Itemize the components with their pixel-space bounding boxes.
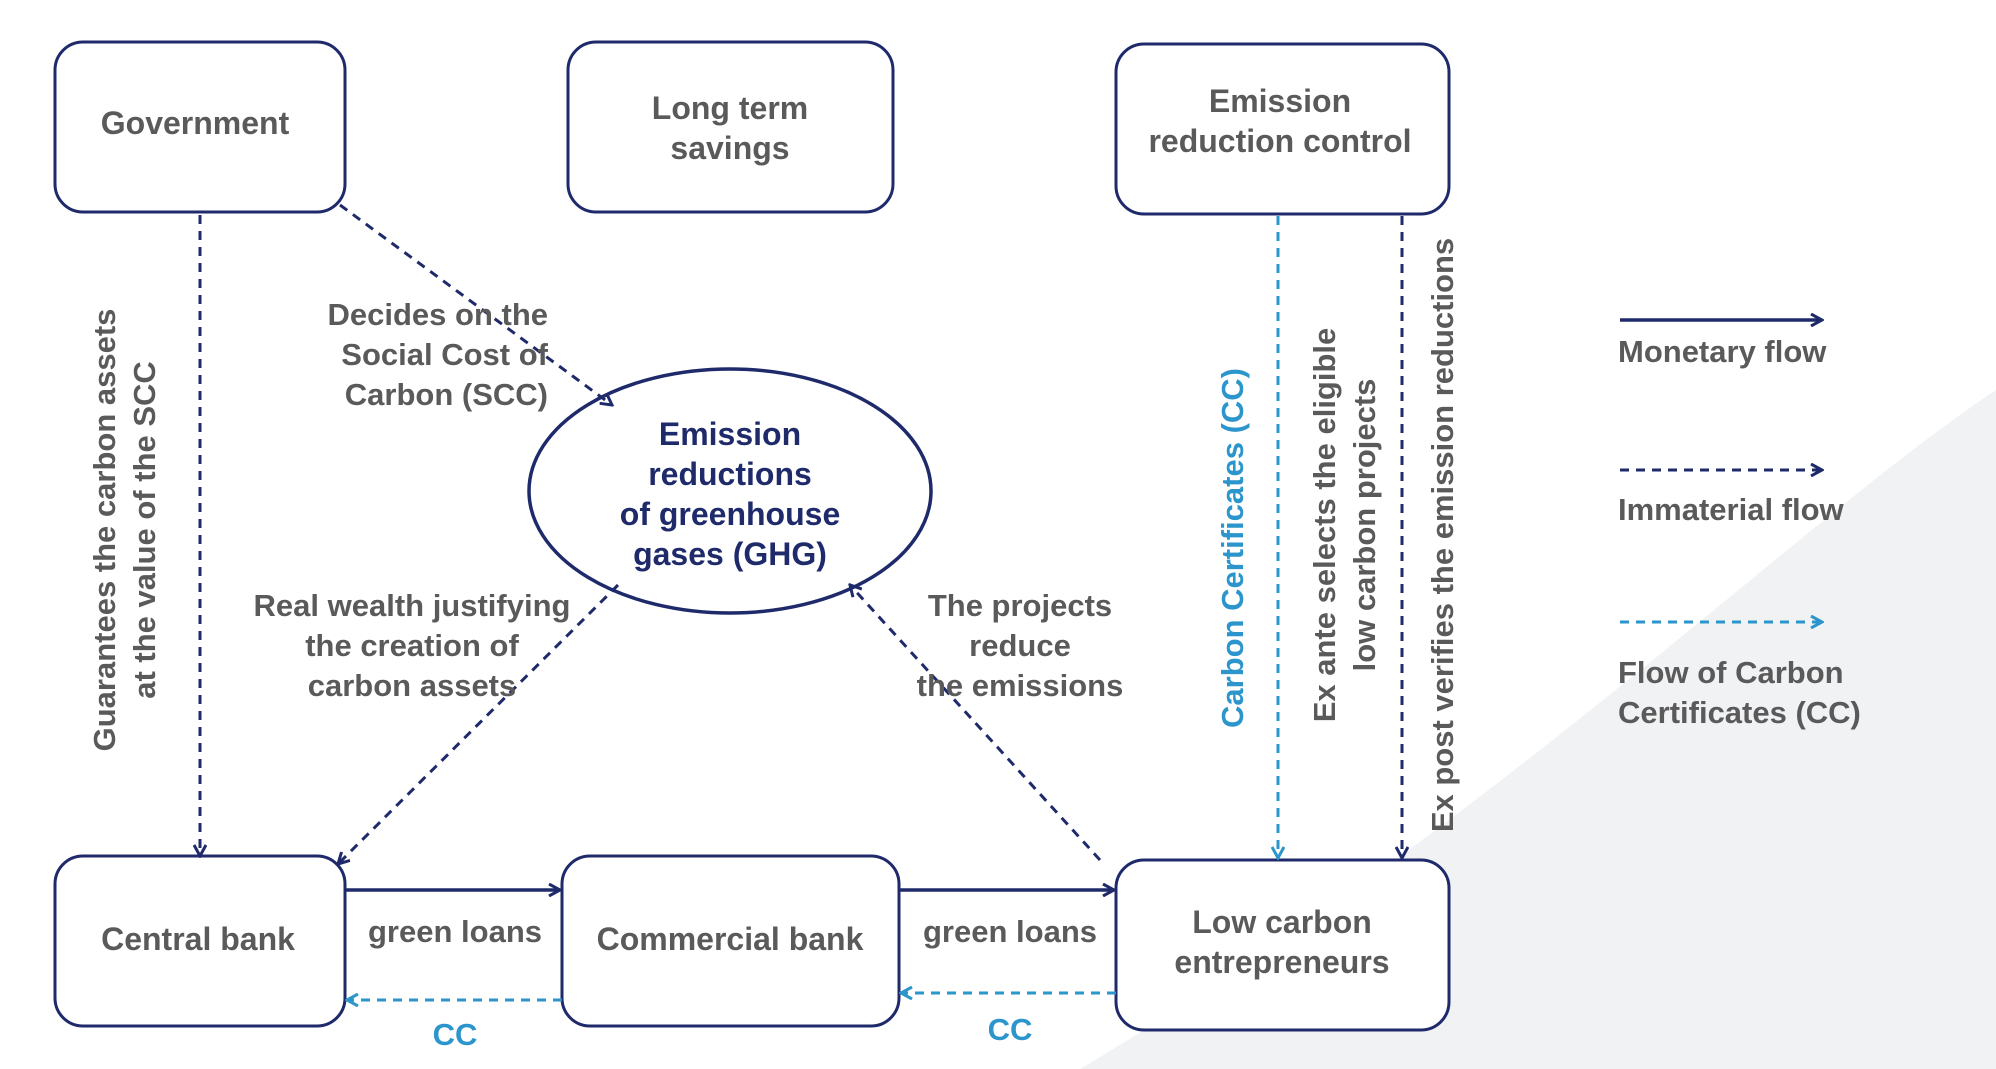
text-line: Monetary flow xyxy=(1618,334,1827,369)
arrow-gov-to-ghg xyxy=(339,203,612,405)
text-line: entrepreneurs xyxy=(1174,944,1389,980)
text-line: the emissions xyxy=(917,668,1124,703)
savings-box xyxy=(566,40,895,214)
background-shape xyxy=(1080,390,1996,1069)
central-bank-label: Central bank xyxy=(101,921,295,957)
text-line: Certificates (CC) xyxy=(1618,695,1861,730)
government-label: Government xyxy=(101,105,290,141)
label-projects-reduce: The projects reduce the emissions xyxy=(917,588,1124,703)
arrow-entrepreneurs-to-ghg xyxy=(850,585,1102,862)
control-label: Emission reduction control xyxy=(1148,83,1411,159)
text-line: reduce xyxy=(969,628,1071,663)
text-line: Central bank xyxy=(101,921,295,957)
text-line: low carbon projects xyxy=(1347,379,1382,672)
text-line: Government xyxy=(101,105,290,141)
ghg-label: Emission reductions of greenhouse gases (GH… xyxy=(620,416,840,572)
text-line: Long term xyxy=(652,90,808,126)
text-line: Immaterial flow xyxy=(1618,492,1845,527)
text-line: reductions xyxy=(648,456,812,492)
text-line: Ex post verifies the emission reductions xyxy=(1425,238,1460,832)
entrepreneurs-label: Low carbon entrepreneurs xyxy=(1174,904,1389,980)
text-line: carbon assets xyxy=(308,668,517,703)
text-line: Emission xyxy=(659,416,801,452)
arrow-ghg-to-central-bank xyxy=(338,583,620,864)
text-line: Carbon Certificates (CC) xyxy=(1215,368,1250,728)
text-line: savings xyxy=(670,130,789,166)
commercial-bank-label: Commercial bank xyxy=(597,921,864,957)
ghg-ellipse xyxy=(527,367,933,615)
text-line: gases (GHG) xyxy=(633,536,827,572)
control-box xyxy=(1114,42,1451,216)
legend-monetary-label: Monetary flow xyxy=(1618,334,1827,369)
label-real-wealth: Real wealth justifying the creation of car… xyxy=(254,588,571,703)
text-line: Low carbon xyxy=(1192,904,1372,940)
label-cc-2: CC xyxy=(988,1012,1033,1047)
legend: Monetary flow Immaterial flow Flow of Ca… xyxy=(1618,320,1861,730)
label-ex-post: Ex post verifies the emission reductions xyxy=(1425,238,1460,832)
text-line: Emission xyxy=(1209,83,1351,119)
text-line: Flow of Carbon xyxy=(1618,655,1844,690)
text-line: Guarantees the carbon assets xyxy=(87,309,122,752)
text-line: of greenhouse xyxy=(620,496,840,532)
text-line: Social Cost of xyxy=(341,337,548,372)
text-line: Ex ante selects the eligible xyxy=(1307,328,1342,723)
text-line: Commercial bank xyxy=(597,921,864,957)
government-box xyxy=(53,40,347,214)
savings-label: Long term savings xyxy=(652,90,808,166)
label-green-loans-1: green loans xyxy=(368,914,542,949)
text-line: The projects xyxy=(928,588,1112,623)
legend-immaterial-label: Immaterial flow xyxy=(1618,492,1845,527)
label-cc-1: CC xyxy=(433,1017,478,1052)
text-line: Decides on the xyxy=(328,297,549,332)
label-carbon-certificates: Carbon Certificates (CC) xyxy=(1215,368,1250,728)
entrepreneurs-box xyxy=(1114,858,1451,1032)
text-line: reduction control xyxy=(1148,123,1411,159)
text-line: the creation of xyxy=(305,628,519,663)
text-line: at the value of the SCC xyxy=(127,361,162,699)
commercial-bank-box xyxy=(560,854,901,1028)
label-green-loans-2: green loans xyxy=(923,914,1097,949)
text-line: Carbon (SCC) xyxy=(345,377,548,412)
text-line: Real wealth justifying xyxy=(254,588,571,623)
